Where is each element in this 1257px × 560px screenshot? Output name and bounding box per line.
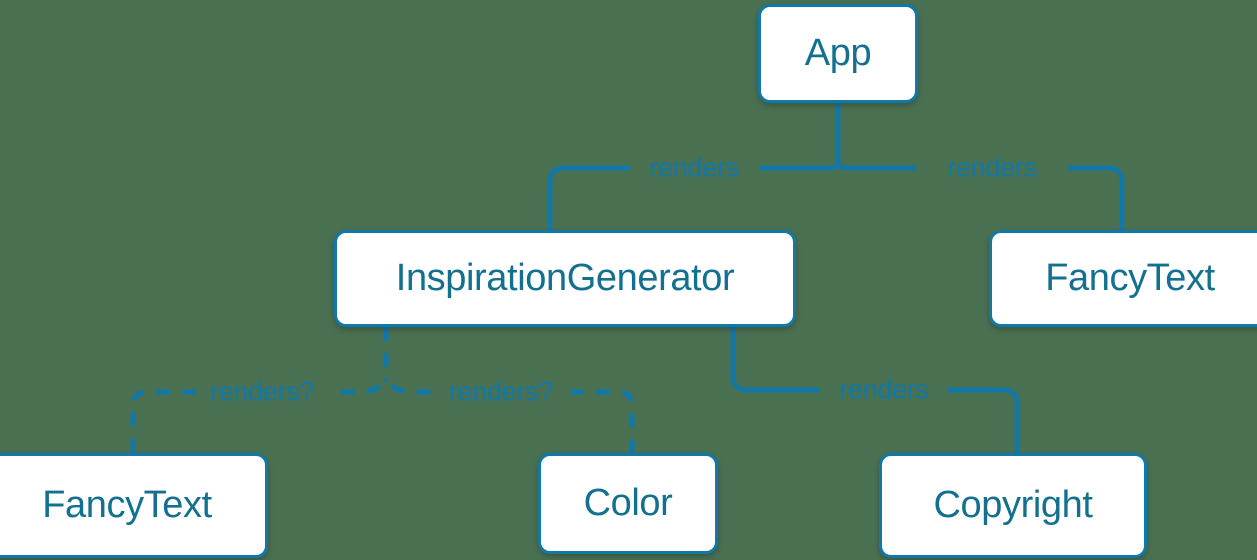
node-copyright-label: Copyright	[933, 484, 1093, 526]
edge-label-inspiration-generator-to-copyright: renders	[839, 374, 929, 405]
node-fancytext-bottom[interactable]: FancyText	[0, 453, 268, 558]
edge-label-inspiration-generator-to-color: renders?	[448, 376, 554, 407]
node-color-label: Color	[583, 482, 673, 524]
edge-label-inspiration-generator-to-fancytext-bottom: renders?	[209, 376, 315, 407]
edge-label-app-to-inspiration-generator: renders	[649, 152, 739, 183]
edge-app-to-inspirationgenerator-left-seg	[547, 165, 630, 230]
edge-inspirationgenerator-to-color-dashed	[390, 383, 432, 395]
node-fancytext-bottom-label: FancyText	[42, 484, 212, 526]
edge-inspirationgenerator-to-copyright-seg1	[730, 327, 820, 393]
edge-inspirationgenerator-to-copyright-seg2	[948, 387, 1020, 453]
node-fancytext-right-label: FancyText	[1045, 257, 1215, 299]
edge-inspirationgenerator-to-color-dashed-right	[570, 389, 635, 453]
edge-label-app-to-fancytext-right: renders	[947, 152, 1037, 183]
node-copyright[interactable]: Copyright	[879, 453, 1147, 558]
node-fancytext-right[interactable]: FancyText	[989, 230, 1257, 327]
edge-inspirationgenerator-to-fancytext-dashed-left	[130, 389, 196, 453]
node-inspiration-generator-label: InspirationGenerator	[395, 257, 735, 299]
edge-inspirationgenerator-to-fancytext-dashed	[330, 383, 382, 395]
node-color[interactable]: Color	[538, 453, 718, 554]
edge-app-to-fancytext-right-seg	[1068, 165, 1125, 230]
node-app-label: App	[804, 32, 872, 74]
node-app[interactable]: App	[758, 4, 918, 103]
edge-app-stem-right	[835, 103, 847, 171]
node-inspiration-generator[interactable]: InspirationGenerator	[334, 230, 796, 327]
